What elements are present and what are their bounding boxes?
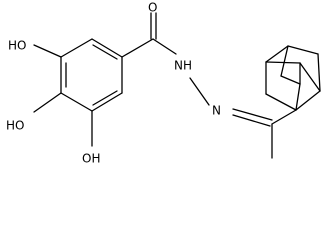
aromatic-ring [60, 38, 123, 112]
amide-nh-label: NH [174, 59, 192, 73]
adamantyl-group [265, 45, 321, 111]
imine-nitrogen-label: N [212, 104, 221, 118]
hydroxyl-mid-label: HO [6, 119, 24, 133]
imine-double-bond-b [232, 114, 271, 127]
oh-mid-bond [33, 92, 62, 113]
hydroxyl-bottom-label: OH [82, 152, 100, 166]
carbonyl-oxygen-label: O [148, 1, 157, 15]
molecule-drawing: O NH N HO HO OH [6, 1, 321, 166]
hydroxyl-top-label: HO [8, 39, 26, 53]
ring-carbonyl-bond [121, 38, 154, 58]
oh-top-bond [33, 44, 62, 58]
nh-n-bond [189, 77, 210, 106]
structure-diagram: O NH N HO HO OH [6, 1, 321, 166]
imine-double-bond-a [232, 108, 273, 121]
carbonyl-nh-bond [152, 38, 177, 55]
imine-adamantyl-bond [271, 109, 297, 125]
